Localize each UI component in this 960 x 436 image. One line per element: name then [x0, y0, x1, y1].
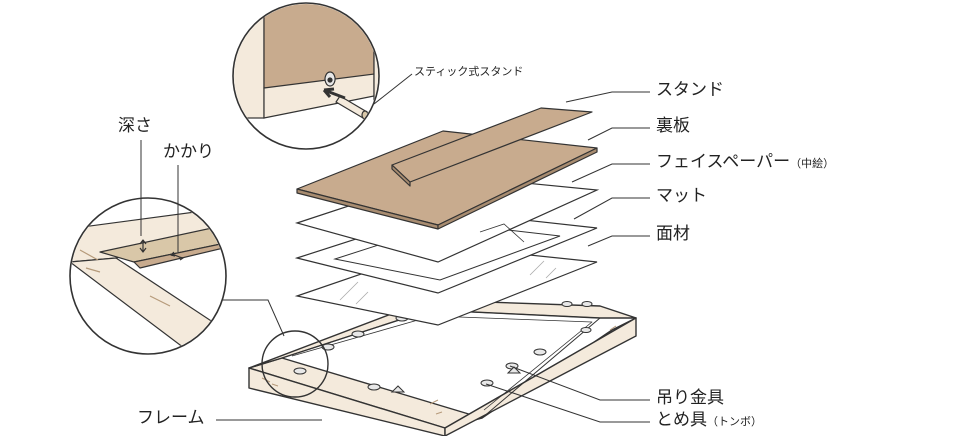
- label-frame: フレーム: [137, 408, 205, 428]
- back-board-layer: [296, 130, 598, 230]
- clip-icon: [293, 367, 307, 375]
- clip-icon: [351, 330, 365, 338]
- hanger-icon: [390, 385, 406, 393]
- clip-icon: [367, 383, 381, 391]
- label-face-paper-main: フェイスペーパー: [656, 152, 791, 172]
- label-clip-note: （トンボ）: [707, 415, 762, 428]
- rebate-marker-icon: [170, 251, 184, 261]
- clip-icon: [581, 301, 593, 307]
- label-depth: 深さ: [118, 116, 152, 136]
- leader-lines: [216, 91, 650, 423]
- label-stand: スタンド: [656, 80, 724, 100]
- hanger-icon: [506, 366, 522, 374]
- label-stick-stand: スティック式スタンド: [414, 65, 524, 78]
- clip-icon: [480, 379, 494, 387]
- clip-icon: [580, 327, 592, 333]
- label-clip-main: とめ具: [656, 410, 707, 430]
- frame-front-face: [248, 367, 446, 436]
- arrow-icon: [322, 87, 346, 100]
- label-rebate: かかり: [163, 142, 214, 162]
- frame: [248, 299, 637, 436]
- label-back-board: 裏板: [656, 116, 690, 136]
- label-face-paper-note: （中絵）: [790, 157, 835, 170]
- label-hanger: 吊り金具: [656, 388, 724, 408]
- depth-marker-icon: [139, 239, 147, 253]
- label-glazing: 面材: [656, 224, 690, 244]
- stand-piece: [391, 107, 593, 187]
- frame-corner-detail: [69, 140, 329, 398]
- label-clip: とめ具（トンボ）: [656, 412, 762, 429]
- clip-icon: [533, 348, 547, 356]
- label-mat: マット: [656, 186, 707, 206]
- clip-icon: [561, 301, 573, 307]
- label-face-paper: フェイスペーパー（中絵）: [656, 154, 834, 171]
- stick-stand-detail: [232, 2, 413, 150]
- clip-icon: [321, 343, 335, 351]
